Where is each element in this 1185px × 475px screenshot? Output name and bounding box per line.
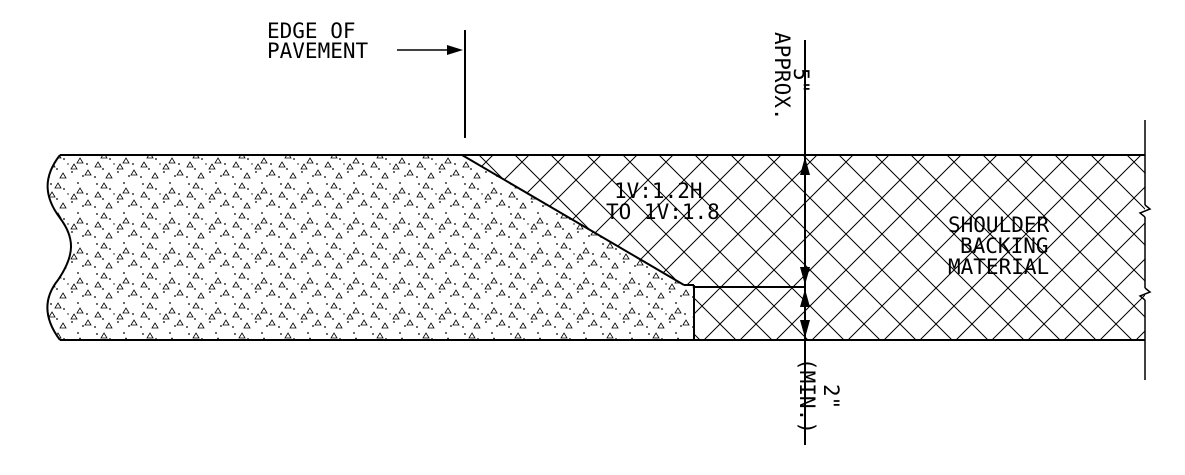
slope-label-line2: TO 1V:1.8 — [606, 200, 720, 224]
dimension-arrow-mid-down — [800, 289, 810, 307]
pavement-fill — [47, 155, 694, 340]
shoulder-label-line2: BACKING — [960, 234, 1049, 258]
min-word: (MIN.) — [795, 358, 819, 434]
slope-label-line1: 1V:1.2H — [614, 179, 703, 203]
dimension-arrow-bottom — [800, 320, 810, 338]
min-dimension: 2" — [819, 384, 843, 409]
approx-dimension: 5" — [789, 68, 813, 93]
dimension-arrow-top — [800, 157, 810, 175]
section-outline — [46, 154, 1145, 341]
shoulder-label-line3: MATERIAL — [948, 255, 1049, 279]
edge-of-pavement-arrowhead — [447, 45, 463, 55]
shoulder-label-line1: SHOULDER — [948, 213, 1050, 237]
approx-word: APPROX. — [770, 32, 794, 121]
edge-of-pavement-label-line1: EDGE OF — [267, 19, 356, 43]
shoulder-backing-fill — [462, 155, 1145, 340]
break-line — [1138, 120, 1152, 380]
dimension-arrow-mid-up — [800, 267, 810, 285]
edge-of-pavement-label-line2: PAVEMENT — [267, 39, 369, 63]
